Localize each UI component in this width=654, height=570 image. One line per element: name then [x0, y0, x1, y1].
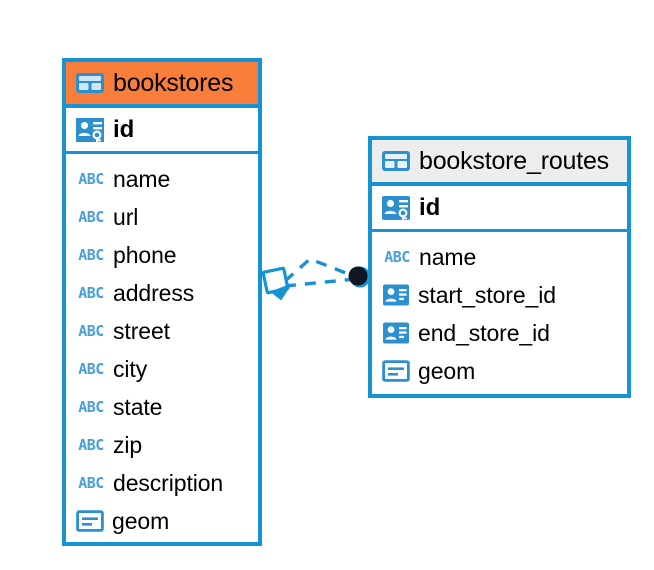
geometry-icon	[382, 359, 410, 383]
column-row[interactable]: ABC phone	[66, 236, 258, 274]
entity-bookstore-routes[interactable]: bookstore_routes id ABC	[368, 136, 631, 398]
geometry-icon	[76, 509, 104, 533]
column-row[interactable]: ABC name	[372, 238, 627, 276]
table-icon	[75, 71, 105, 95]
column-row[interactable]: ABC name	[66, 160, 258, 198]
abc-text-icon: ABC	[76, 396, 106, 418]
column-label: description	[113, 469, 224, 496]
abc-text-icon: ABC	[76, 168, 106, 190]
column-label: address	[113, 279, 195, 306]
column-label: geom	[418, 357, 476, 384]
column-row[interactable]: ABC street	[66, 312, 258, 350]
entity-title: bookstores	[113, 68, 234, 97]
entity-title: bookstore_routes	[419, 146, 609, 175]
abc-glyph: ABC	[78, 169, 104, 188]
primary-key-label: id	[113, 115, 135, 143]
abc-glyph: ABC	[78, 321, 104, 340]
column-label: end_store_id	[418, 319, 550, 346]
column-row[interactable]: ABC address	[66, 274, 258, 312]
column-row[interactable]: ABC description	[66, 464, 258, 502]
column-row[interactable]: ABC zip	[66, 426, 258, 464]
abc-text-icon: ABC	[76, 434, 106, 456]
column-label: name	[113, 165, 171, 192]
column-label: zip	[113, 431, 143, 458]
column-row[interactable]: end_store_id	[372, 314, 627, 352]
diamond-arrow-marker	[261, 266, 291, 300]
abc-text-icon: ABC	[76, 320, 106, 342]
abc-text-icon: ABC	[76, 206, 106, 228]
column-label: start_store_id	[418, 281, 556, 308]
abc-glyph: ABC	[384, 247, 410, 266]
column-row[interactable]: ABC url	[66, 198, 258, 236]
column-row[interactable]: geom	[372, 352, 627, 390]
column-list-bookstore-routes: ABC name start_store_id	[372, 232, 627, 394]
abc-glyph: ABC	[78, 397, 104, 416]
entity-header-bookstores[interactable]: bookstores	[66, 62, 258, 108]
abc-text-icon: ABC	[76, 282, 106, 304]
column-row[interactable]: start_store_id	[372, 276, 627, 314]
abc-text-icon: ABC	[76, 358, 106, 380]
relationship-line-upper	[283, 257, 357, 283]
column-label: street	[113, 317, 170, 344]
relationship-line-lower	[284, 277, 357, 288]
column-label: geom	[112, 507, 170, 534]
foreign-key-icon	[382, 283, 410, 307]
abc-glyph: ABC	[78, 207, 104, 226]
abc-glyph: ABC	[78, 359, 104, 378]
column-label: state	[113, 393, 163, 420]
column-row[interactable]: ABC city	[66, 350, 258, 388]
foreign-key-icon	[382, 321, 410, 345]
abc-text-icon: ABC	[382, 246, 412, 268]
primary-key-icon	[75, 116, 105, 144]
abc-text-icon: ABC	[76, 472, 106, 494]
entity-bookstores[interactable]: bookstores id	[62, 58, 262, 546]
column-row[interactable]: geom	[66, 502, 258, 540]
column-row[interactable]: ABC state	[66, 388, 258, 426]
primary-key-icon	[381, 194, 411, 222]
abc-glyph: ABC	[78, 245, 104, 264]
abc-glyph: ABC	[78, 435, 104, 454]
column-label: city	[113, 355, 148, 382]
table-icon	[381, 149, 411, 173]
column-label: name	[419, 243, 477, 270]
abc-text-icon: ABC	[76, 244, 106, 266]
abc-glyph: ABC	[78, 473, 104, 492]
column-label: phone	[113, 241, 177, 268]
primary-key-label: id	[419, 193, 441, 221]
column-list-bookstores: ABC name ABC url ABC phone ABC	[66, 154, 258, 542]
abc-glyph: ABC	[78, 283, 104, 302]
column-label: url	[113, 203, 139, 230]
entity-header-bookstore-routes[interactable]: bookstore_routes	[372, 140, 627, 186]
primary-key-row[interactable]: id	[66, 108, 258, 154]
primary-key-row[interactable]: id	[372, 186, 627, 232]
